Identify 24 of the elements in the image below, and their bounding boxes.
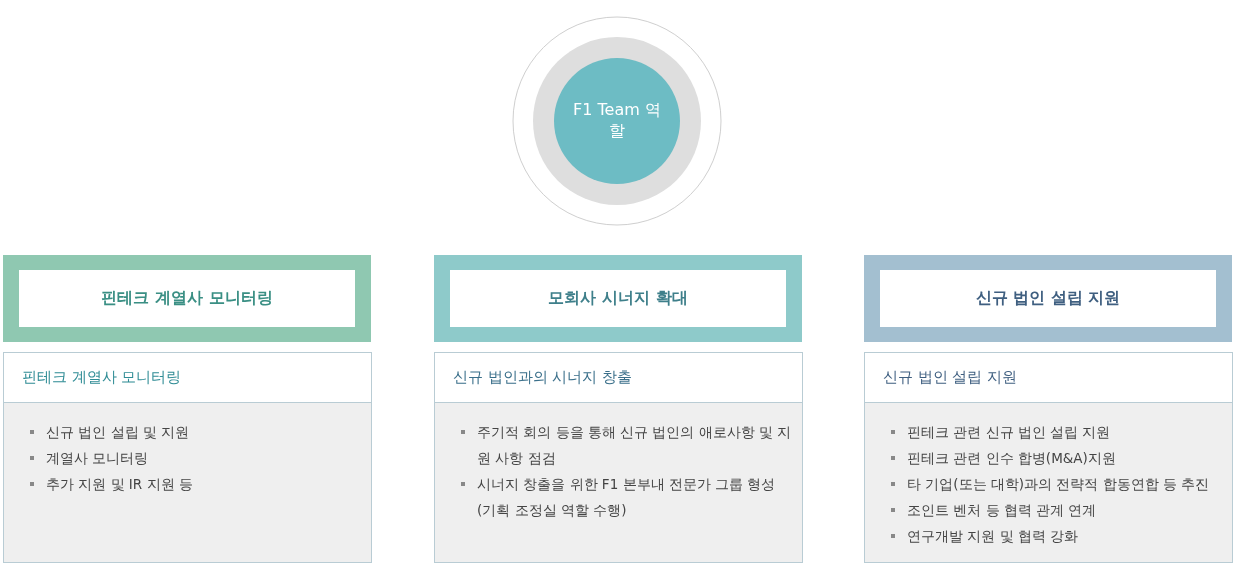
category-header [3, 255, 371, 342]
bullet-item: 타 기업(또는 대학)과의 전략적 합동연합 등 추진 [891, 471, 1222, 497]
bullet-item: 시너지 창출을 위한 F1 본부내 전문가 그룹 형성 (기획 조정실 역할 수행) [461, 471, 792, 523]
detail-card [864, 352, 1233, 563]
bullet-item: 추가 지원 및 IR 지원 등 [30, 471, 361, 497]
header-title: 모회사 시너지 확대 [548, 288, 688, 309]
detail-card [434, 352, 803, 563]
bullet-item: 주기적 회의 등을 통해 신규 법인의 애로사항 및 지원 사항 점검 [461, 419, 792, 471]
bullet-item: 조인트 벤처 등 협력 관계 연계 [891, 497, 1222, 523]
role-circle [512, 16, 722, 226]
circle-title: F1 Team 역할 [572, 100, 662, 142]
category-header [434, 255, 802, 342]
detail-card [3, 352, 372, 563]
card-heading: 신규 법인 설립 지원 [883, 368, 1017, 387]
bullet-item: 신규 법인 설립 및 지원 [30, 419, 361, 445]
card-heading: 신규 법인과의 시너지 창출 [453, 368, 632, 387]
header-title: 신규 법인 설립 지원 [975, 288, 1121, 309]
category-header [864, 255, 1232, 342]
bullet-item: 핀테크 관련 인수 합병(M&A)지원 [891, 445, 1222, 471]
bullet-item: 계열사 모니터링 [30, 445, 361, 471]
header-title: 핀테크 계열사 모니터링 [101, 288, 273, 309]
bullet-item: 핀테크 관련 신규 법인 설립 지원 [891, 419, 1222, 445]
card-heading: 핀테크 계열사 모니터링 [22, 368, 182, 387]
bullet-item: 연구개발 지원 및 협력 강화 [891, 523, 1222, 549]
